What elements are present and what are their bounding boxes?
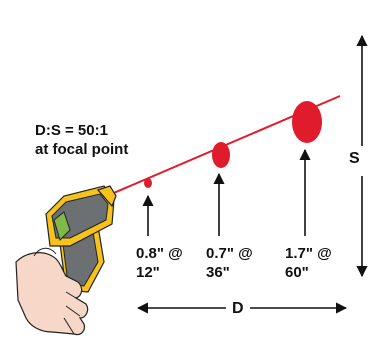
spot-36in <box>212 142 230 168</box>
measurement-spot-size: 0.7" @ <box>206 245 253 262</box>
measurement-distance: 36" <box>206 264 230 281</box>
measurement-label-12in: 0.8" @ 12" <box>136 244 183 282</box>
measurement-distance: 12" <box>136 264 160 281</box>
spot-60in <box>292 101 322 143</box>
measurement-spot-size: 1.7" @ <box>285 245 332 262</box>
measurement-spot-size: 0.8" @ <box>136 245 183 262</box>
focal-point-label: at focal point <box>35 141 129 158</box>
measurement-label-60in: 1.7" @ 60" <box>285 244 332 282</box>
infrared-thermometer-illustration <box>15 185 117 336</box>
spot-size-axis-label: S <box>349 150 360 167</box>
spot-12in <box>144 178 152 188</box>
distance-axis-label: D <box>232 300 244 317</box>
measurement-distance: 60" <box>285 264 309 281</box>
measurement-label-36in: 0.7" @ 36" <box>206 244 253 282</box>
distance-to-spot-ratio-label: D:S = 50:1 <box>35 122 108 139</box>
